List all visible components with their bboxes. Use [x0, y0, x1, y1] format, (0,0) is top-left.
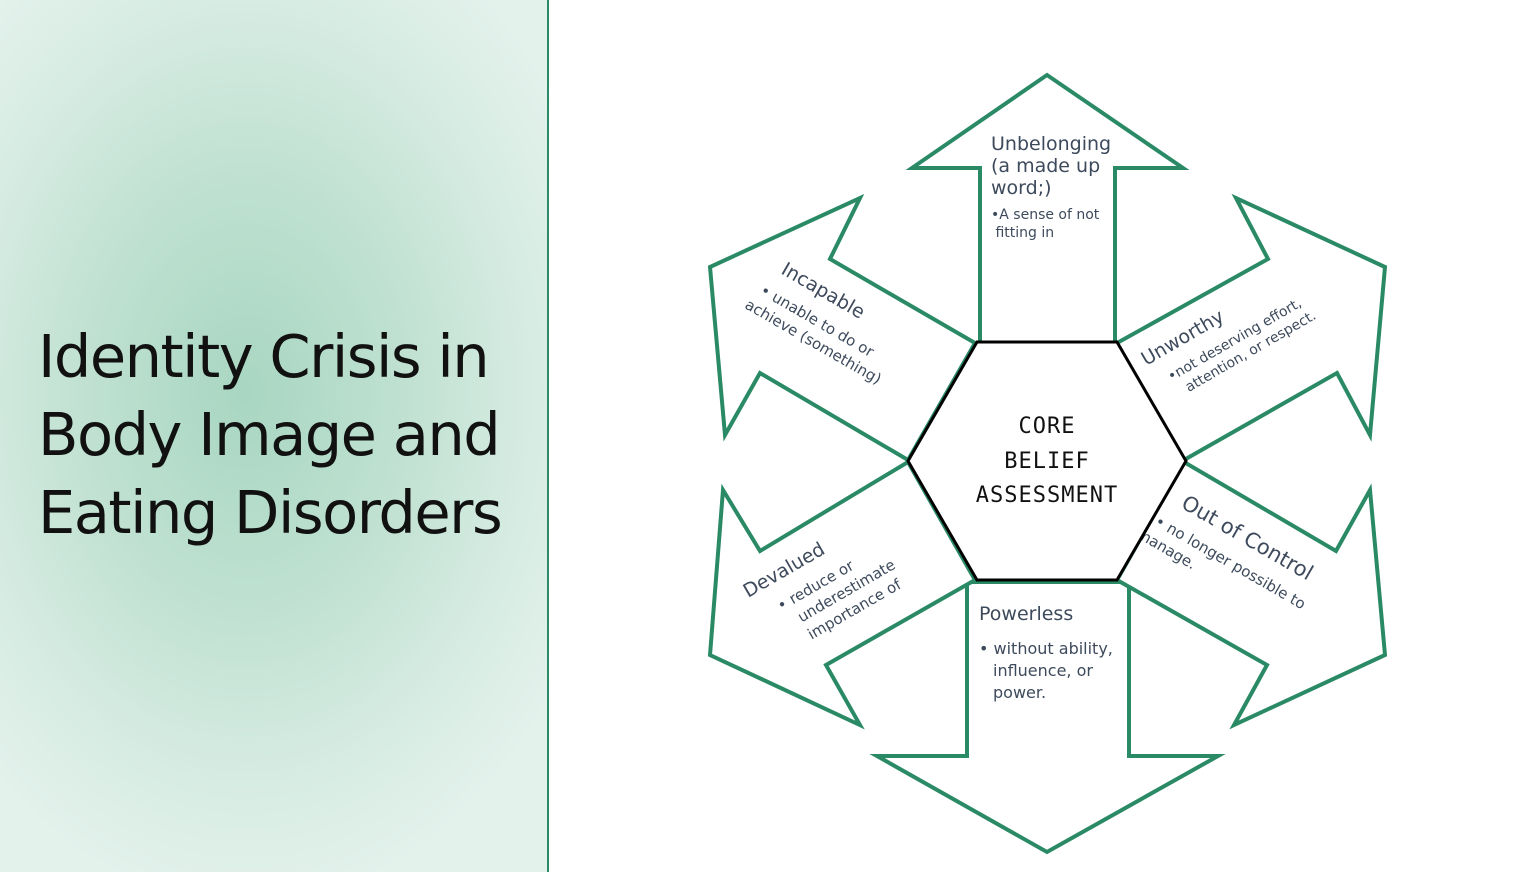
slide-title: Identity Crisis in Body Image and Eating… [38, 318, 538, 552]
slide-title-line-3: Eating Disorders [38, 478, 503, 547]
slide-title-line-2: Body Image and [38, 400, 501, 469]
core-hexagon-shape [906, 340, 1188, 582]
arrow-powerless-shape [869, 580, 1226, 855]
arrow-powerless: Powerless • without ability, influence, … [869, 580, 1226, 855]
powerless-title: Powerless [979, 603, 1073, 625]
arrow-incapable: Incapable • unable to do or achieve (som… [707, 193, 978, 463]
arrow-unbelonging-shape [905, 72, 1190, 345]
arrow-out-of-control: Out of Control • no longer possible to m… [1114, 459, 1388, 730]
arrow-incapable-shape [707, 193, 978, 463]
arrow-out-of-control-shape [1114, 459, 1388, 730]
core-text-3: ASSESSMENT [976, 483, 1118, 508]
unbelonging-bullet-1: •A sense of not [991, 207, 1100, 223]
unbelonging-title-1: Unbelonging [991, 133, 1111, 155]
core-text-2: BELIEF [1004, 449, 1089, 474]
slide-title-line-1: Identity Crisis in [38, 322, 490, 391]
arrow-unworthy: Unworthy •not deserving effort, attentio… [1114, 193, 1388, 463]
unbelonging-bullet-2: fitting in [991, 225, 1054, 241]
core-text-1: CORE [1019, 414, 1076, 439]
arrow-unbelonging: Unbelonging (a made up word;) •A sense o… [905, 72, 1190, 345]
powerless-bullet-2: influence, or [993, 661, 1093, 680]
arrow-devalued-shape [707, 459, 978, 730]
panel-divider [547, 0, 549, 872]
arrow-unworthy-shape [1114, 193, 1388, 463]
unbelonging-title-3: word;) [991, 177, 1052, 199]
powerless-bullet-3: power. [993, 683, 1046, 702]
title-panel [0, 0, 547, 872]
core-hexagon: CORE BELIEF ASSESSMENT [906, 340, 1188, 582]
arrow-devalued: Devalued • reduce or underestimate impor… [707, 459, 978, 730]
powerless-bullet-1: • without ability, [979, 639, 1113, 658]
unbelonging-title-2: (a made up [991, 155, 1100, 177]
